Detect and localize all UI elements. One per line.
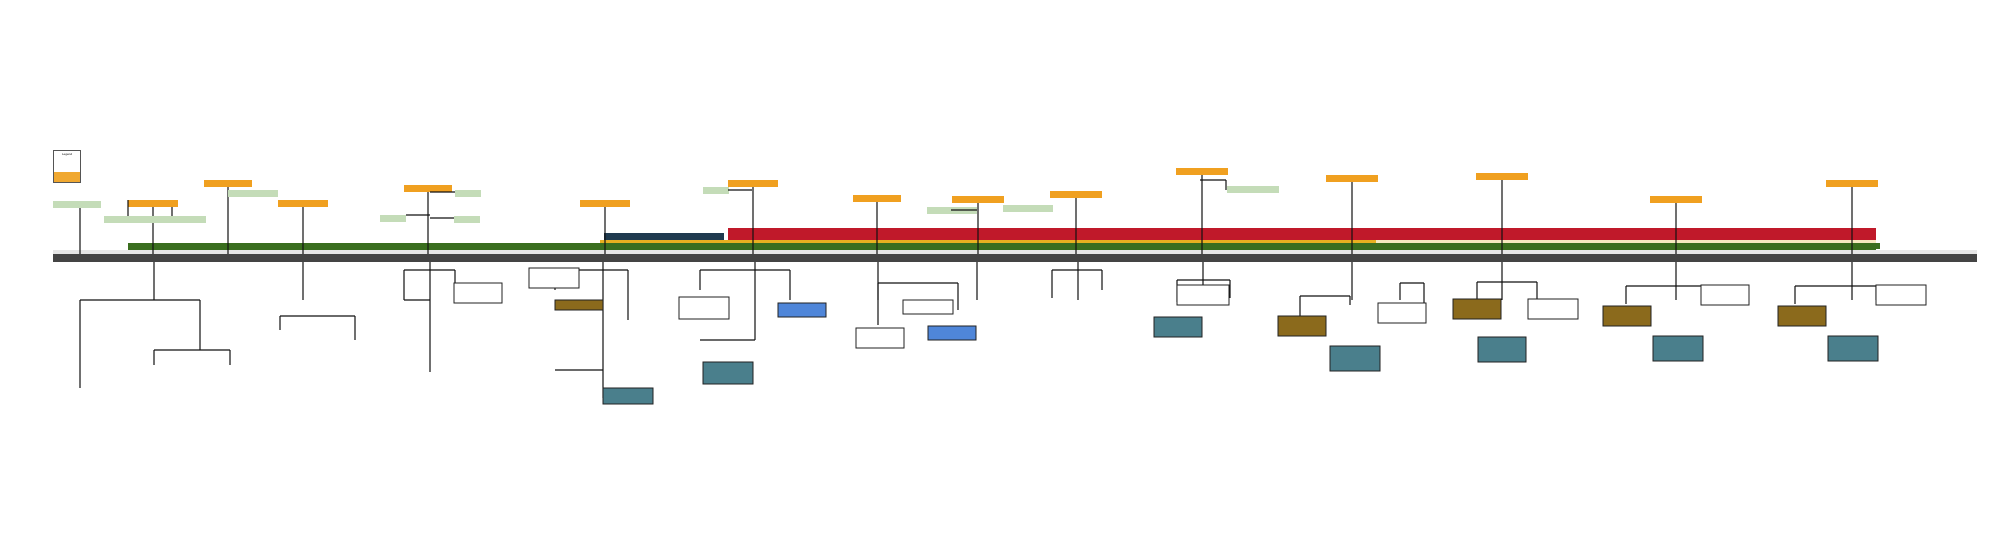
era-label-13 (1650, 196, 1702, 203)
event-box-4 (602, 387, 654, 405)
era-label-10 (1176, 168, 1228, 175)
event-box-1 (453, 282, 503, 304)
period-bar-navy (604, 233, 724, 240)
legend-row-4 (54, 172, 80, 177)
event-box-13 (1277, 315, 1327, 337)
event-box-16 (1452, 298, 1502, 320)
side-note-10 (1003, 205, 1053, 212)
legend-row-1 (54, 157, 80, 162)
event-box-7 (702, 361, 754, 385)
side-note-2 (104, 216, 156, 223)
event-box-18 (1477, 336, 1527, 363)
legend: Legend (53, 150, 81, 183)
side-note-7 (454, 216, 480, 223)
side-note-1 (53, 201, 101, 208)
event-box-22 (1777, 305, 1827, 327)
event-box-10 (855, 327, 905, 349)
side-note-5 (380, 215, 406, 222)
era-label-3 (278, 200, 328, 207)
event-box-23 (1875, 284, 1927, 306)
event-box-24 (1827, 335, 1879, 362)
axis-shadow (53, 250, 1977, 255)
legend-row-5 (54, 177, 80, 182)
event-box-12 (1176, 284, 1230, 306)
event-box-8 (902, 299, 954, 315)
era-label-7 (853, 195, 901, 202)
event-box-20 (1700, 284, 1750, 306)
event-box-19 (1602, 305, 1652, 327)
event-box-14 (1329, 345, 1381, 372)
legend-title: Legend (61, 152, 72, 156)
era-label-5 (580, 200, 630, 207)
era-label-2 (204, 180, 252, 187)
era-label-1 (128, 200, 178, 207)
event-box-6 (777, 302, 827, 318)
side-note-4 (228, 190, 278, 197)
period-bar-red (728, 228, 1876, 240)
timeline-axis (53, 254, 1977, 262)
era-label-6 (728, 180, 778, 187)
era-label-12 (1476, 173, 1528, 180)
period-bar-green-2 (430, 243, 1880, 249)
era-label-9 (1050, 191, 1102, 198)
event-box-17 (1527, 298, 1579, 320)
era-label-4 (404, 185, 452, 192)
era-label-14 (1826, 180, 1878, 187)
legend-row-2 (54, 162, 80, 167)
side-note-6 (455, 190, 481, 197)
event-box-9 (927, 325, 977, 341)
event-box-5 (678, 296, 730, 320)
event-box-15 (1377, 302, 1427, 324)
side-note-3 (154, 216, 206, 223)
legend-row-3 (54, 167, 80, 172)
era-label-8 (952, 196, 1004, 203)
era-label-11 (1326, 175, 1378, 182)
event-box-21 (1652, 335, 1704, 362)
event-box-11 (1153, 316, 1203, 338)
period-start-marker (128, 244, 140, 247)
side-note-8 (703, 187, 729, 194)
side-note-11 (1227, 186, 1279, 193)
event-box-3 (554, 299, 604, 311)
event-box-2 (528, 267, 580, 289)
